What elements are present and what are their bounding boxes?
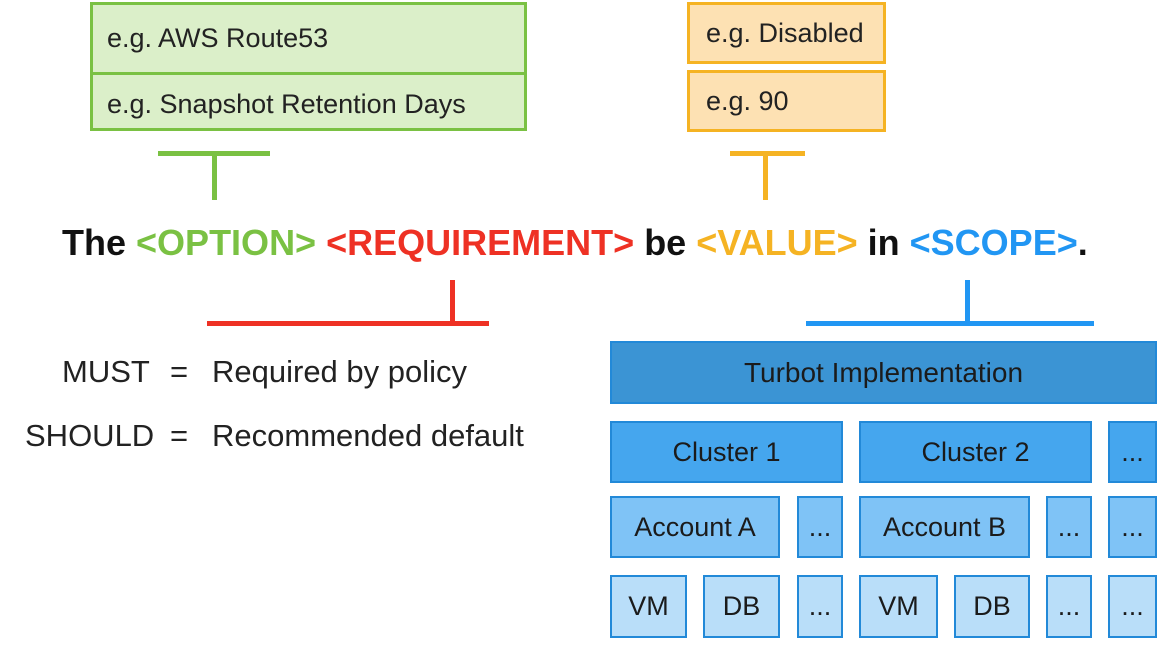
option-example-setting: e.g. Snapshot Retention Days xyxy=(93,72,524,134)
scope-cluster-2: Cluster 2 xyxy=(859,421,1092,483)
scope-account-more-1: ... xyxy=(797,496,843,558)
sentence-requirement: <REQUIREMENT> xyxy=(326,222,635,263)
scope-turbot-implementation: Turbot Implementation xyxy=(610,341,1157,404)
scope-resource-more-1: ... xyxy=(797,575,843,638)
policy-sentence: The <OPTION> <REQUIREMENT> be <VALUE> in… xyxy=(62,222,1088,264)
requirement-connector-horizontal xyxy=(207,321,489,326)
scope-resource-more-3: ... xyxy=(1108,575,1157,638)
scope-connector-horizontal xyxy=(806,321,1094,326)
value-example-90: e.g. 90 xyxy=(687,70,886,132)
option-examples-box: e.g. AWS Route53 e.g. Snapshot Retention… xyxy=(90,2,527,131)
scope-account-more-2: ... xyxy=(1046,496,1092,558)
must-equals: = xyxy=(170,354,189,389)
scope-resource-vm-2: VM xyxy=(859,575,938,638)
should-meaning: Recommended default xyxy=(212,418,524,453)
must-term: MUST xyxy=(62,354,150,389)
scope-resource-more-2: ... xyxy=(1046,575,1092,638)
should-term: SHOULD xyxy=(25,418,155,453)
scope-cluster-1: Cluster 1 xyxy=(610,421,843,483)
option-connector-vertical xyxy=(212,151,217,200)
sentence-scope: <SCOPE> xyxy=(909,222,1078,263)
sentence-in: in xyxy=(867,222,900,263)
sentence-option: <OPTION> xyxy=(136,222,317,263)
scope-account-a: Account A xyxy=(610,496,780,558)
scope-account-more-3: ... xyxy=(1108,496,1157,558)
value-example-disabled: e.g. Disabled xyxy=(687,2,886,64)
scope-resource-db-1: DB xyxy=(703,575,780,638)
sentence-the: The xyxy=(62,222,127,263)
scope-resource-db-2: DB xyxy=(954,575,1030,638)
scope-resource-vm-1: VM xyxy=(610,575,687,638)
sentence-period: . xyxy=(1077,222,1088,263)
must-meaning: Required by policy xyxy=(212,354,468,389)
sentence-be: be xyxy=(644,222,687,263)
sentence-value: <VALUE> xyxy=(696,222,858,263)
requirement-connector-vertical xyxy=(450,280,455,326)
value-connector-vertical xyxy=(763,151,768,200)
scope-account-b: Account B xyxy=(859,496,1030,558)
scope-cluster-more: ... xyxy=(1108,421,1157,483)
should-equals: = xyxy=(170,418,189,453)
option-example-service: e.g. AWS Route53 xyxy=(107,23,329,53)
scope-connector-vertical xyxy=(965,280,970,326)
